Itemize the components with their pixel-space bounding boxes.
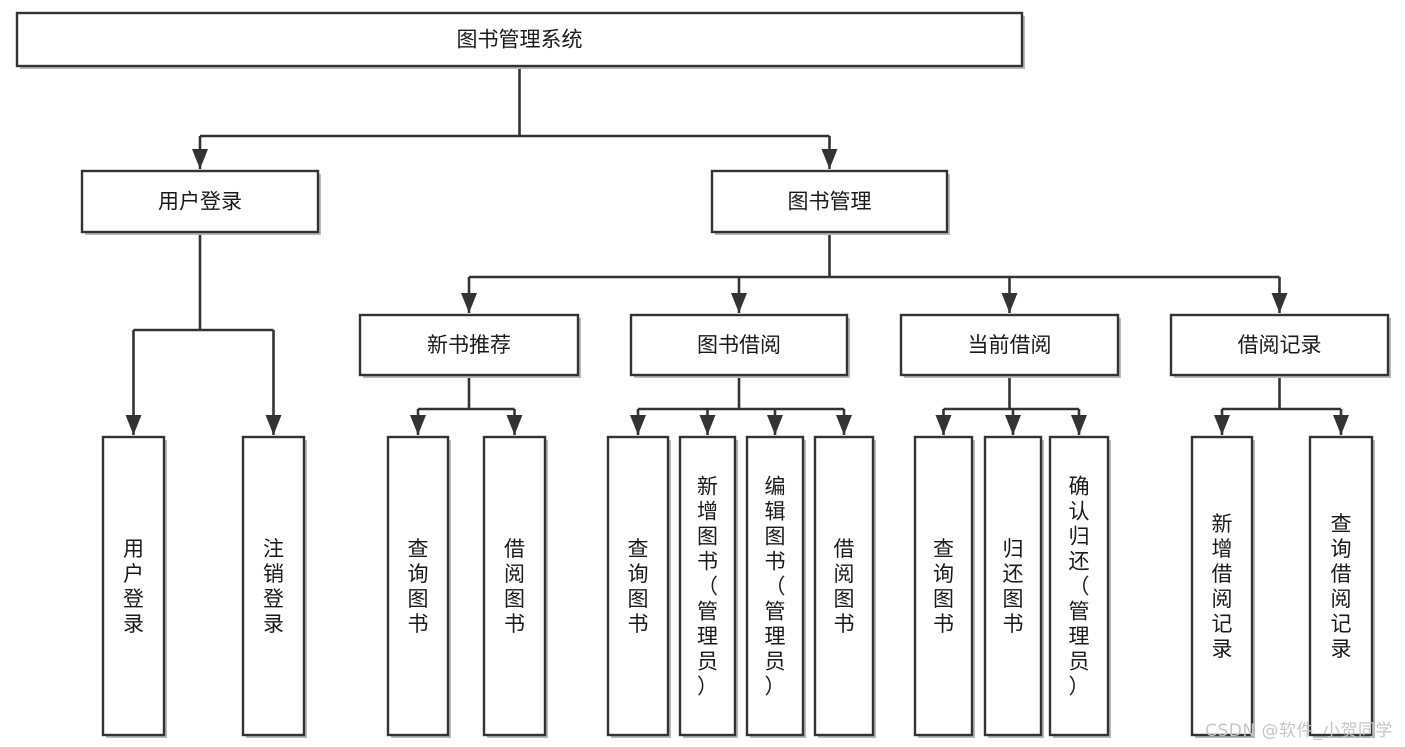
node-label: 新增图书（管理员） <box>697 475 718 699</box>
node-label: 查询图书 <box>408 537 429 636</box>
node-label: 新书推荐 <box>427 333 511 357</box>
node-label: 借阅记录 <box>1238 333 1322 357</box>
node-label: 编辑图书（管理员） <box>765 475 786 699</box>
node-leaf-confirm-return[interactable]: 确认归还（管理员） <box>1048 435 1111 738</box>
node-leaf-query-book-1[interactable]: 查询图书 <box>386 435 451 738</box>
node-leaf-logout-login[interactable]: 注销登录 <box>241 435 307 738</box>
node-label: 图书管理系统 <box>457 28 583 52</box>
node-leaf-add-book[interactable]: 新增图书（管理员） <box>678 435 738 738</box>
node-leaf-add-borrow-record[interactable]: 新增借阅记录 <box>1190 435 1255 738</box>
node-leaf-borrow-book-2[interactable]: 借阅图书 <box>813 435 876 738</box>
node-label: 注销登录 <box>263 537 284 636</box>
node-label: 当前借阅 <box>968 333 1052 357</box>
node-label: 查询图书 <box>628 537 649 636</box>
node-label: 用户登录 <box>123 537 144 636</box>
node-leaf-query-borrow-record[interactable]: 查询借阅记录 <box>1308 435 1375 738</box>
node-label: 查询借阅记录 <box>1331 512 1352 661</box>
node-leaf-user-login[interactable]: 用户登录 <box>101 435 167 738</box>
node-current-borrow[interactable]: 当前借阅 <box>899 313 1121 378</box>
node-book-borrow[interactable]: 图书借阅 <box>629 313 850 378</box>
node-book-management[interactable]: 图书管理 <box>710 169 950 235</box>
node-borrow-record[interactable]: 借阅记录 <box>1169 313 1391 378</box>
node-label: 图书管理 <box>788 190 872 214</box>
node-leaf-borrow-book-1[interactable]: 借阅图书 <box>482 435 548 738</box>
node-leaf-query-book-2[interactable]: 查询图书 <box>606 435 671 738</box>
node-user-login[interactable]: 用户登录 <box>80 169 321 235</box>
connector-layer <box>125 66 1349 435</box>
node-label: 图书借阅 <box>697 333 781 357</box>
node-new-book-recommend[interactable]: 新书推荐 <box>358 313 581 378</box>
node-label: 新增借阅记录 <box>1212 512 1233 661</box>
node-leaf-return-book[interactable]: 归还图书 <box>983 435 1044 738</box>
node-label: 查询图书 <box>933 537 954 636</box>
node-leaf-query-book-3[interactable]: 查询图书 <box>913 435 975 738</box>
node-layer: 图书管理系统用户登录图书管理新书推荐图书借阅当前借阅借阅记录用户登录注销登录查询… <box>15 11 1391 738</box>
node-label: 归还图书 <box>1003 537 1024 636</box>
node-label: 借阅图书 <box>504 537 525 636</box>
node-root[interactable]: 图书管理系统 <box>15 11 1025 69</box>
node-label: 确认归还（管理员） <box>1069 475 1090 699</box>
node-label: 借阅图书 <box>834 537 855 636</box>
node-label: 用户登录 <box>158 190 242 214</box>
node-leaf-edit-book[interactable]: 编辑图书（管理员） <box>745 435 806 738</box>
